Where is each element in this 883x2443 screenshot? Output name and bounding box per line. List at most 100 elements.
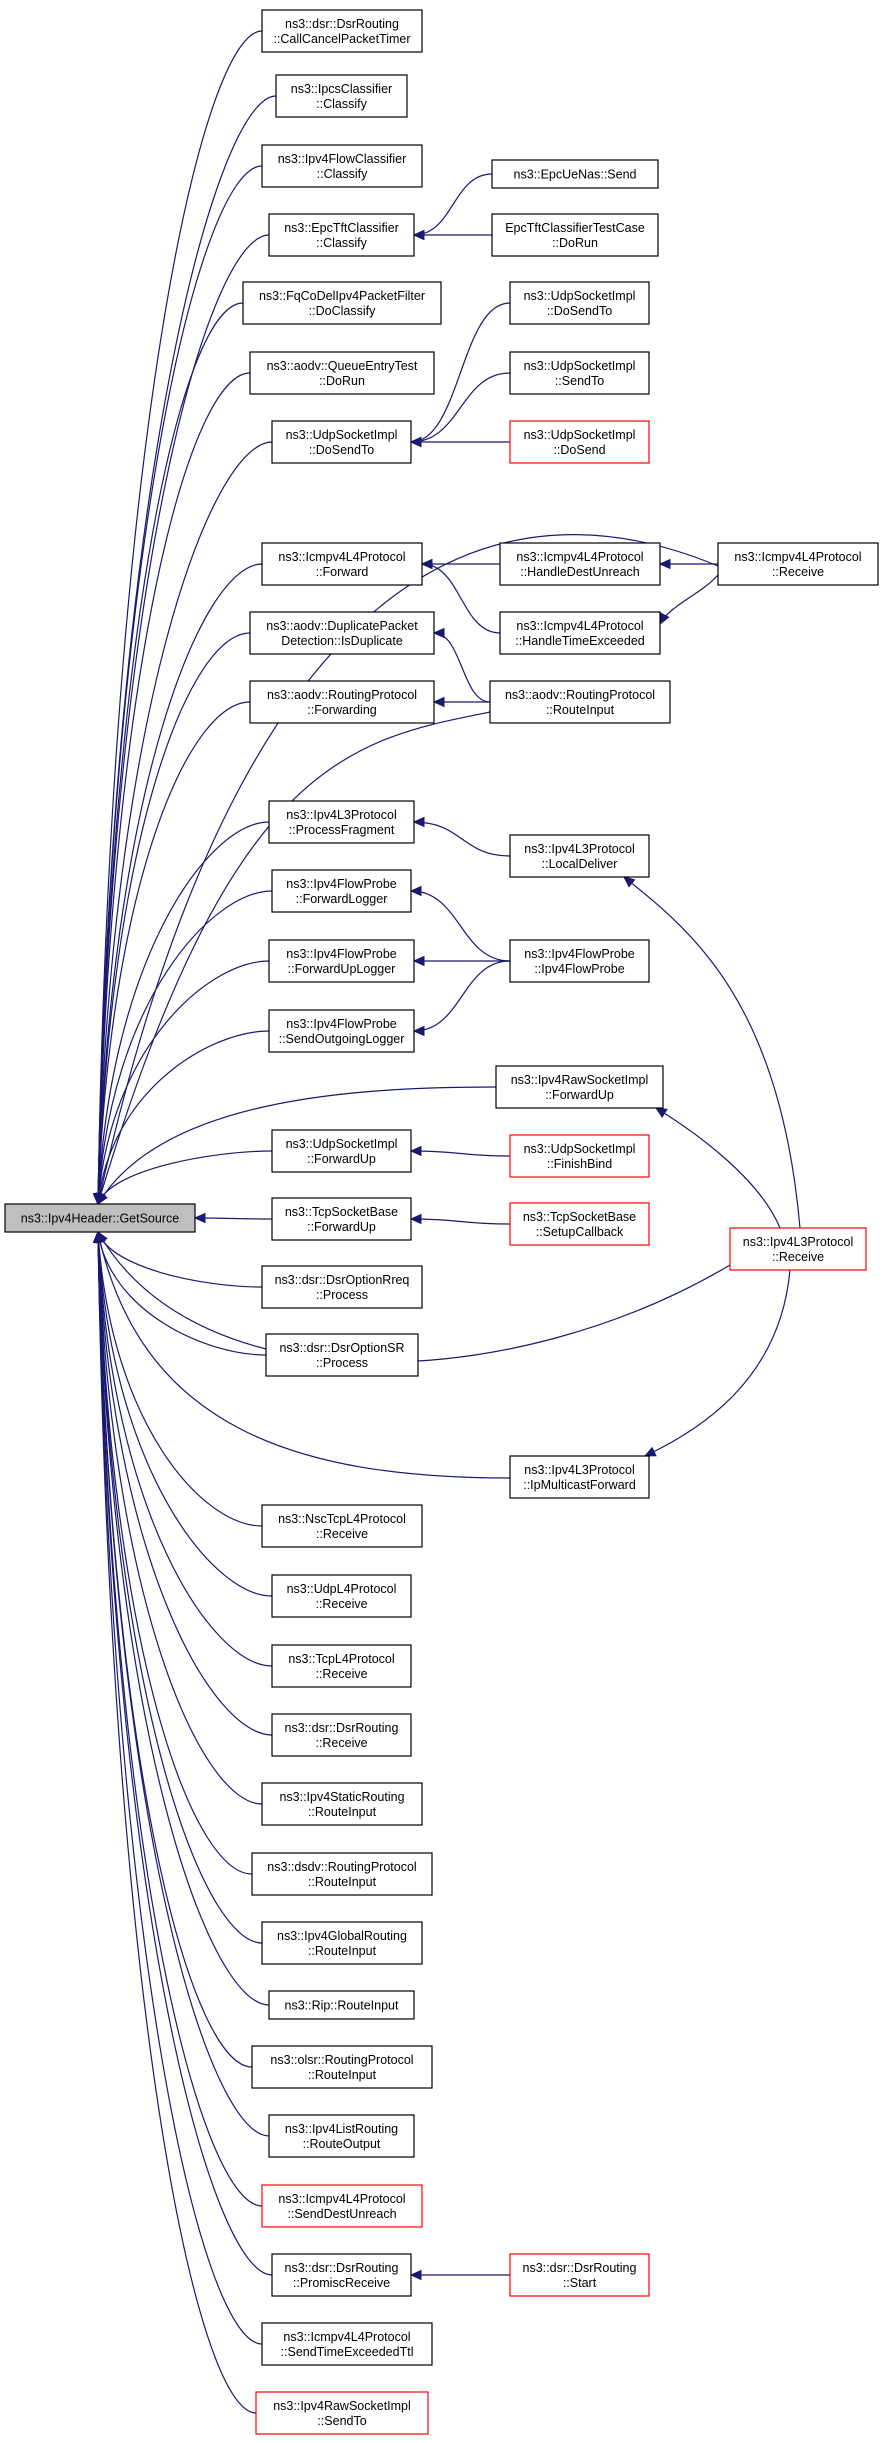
node-box <box>271 2253 412 2297</box>
node-label: ns3::NscTcpL4Protocol <box>278 1512 406 1526</box>
node-label: ns3::Ipv4L3Protocol <box>524 1463 635 1477</box>
node-box <box>261 2322 433 2366</box>
node-label: ::RouteOutput <box>303 2137 381 2151</box>
node-label: ::CallCancelPacketTimer <box>273 32 410 46</box>
graph-node[interactable]: ns3::Icmpv4L4Protocol::SendTimeExceededT… <box>261 2322 433 2366</box>
node-label: ::RouteInput <box>308 1805 377 1819</box>
arrow-head <box>432 627 445 639</box>
graph-node[interactable]: ns3::aodv::RoutingProtocol::RouteInput <box>489 680 671 724</box>
graph-node[interactable]: ns3::Icmpv4L4Protocol::Forward <box>261 542 423 586</box>
graph-node[interactable]: ns3::UdpSocketImpl::ForwardUp <box>271 1129 412 1173</box>
edge <box>97 1086 497 1206</box>
graph-node[interactable]: ns3::Rip::RouteInput <box>268 1990 415 2020</box>
graph-node[interactable]: ns3::NscTcpL4Protocol::Receive <box>261 1504 423 1548</box>
graph-node[interactable]: ns3::Ipv4L3Protocol::LocalDeliver <box>509 834 650 878</box>
node-label: ns3::dsdv::RoutingProtocol <box>267 1860 416 1874</box>
graph-node[interactable]: ns3::dsr::DsrRouting::Start <box>509 2253 650 2297</box>
arrow-head <box>658 558 671 570</box>
edge <box>432 627 491 703</box>
edge-line <box>410 1150 511 1157</box>
graph-node[interactable]: ns3::Ipv4L3Protocol::ProcessFragment <box>268 800 415 844</box>
graph-node[interactable]: ns3::dsdv::RoutingProtocol::RouteInput <box>251 1852 433 1896</box>
graph-node[interactable]: ns3::dsr::DsrRouting::PromiscReceive <box>271 2253 412 2297</box>
graph-node[interactable]: ns3::Icmpv4L4Protocol::HandleTimeExceede… <box>499 611 661 655</box>
graph-node[interactable]: ns3::olsr::RoutingProtocol::RouteInput <box>251 2045 433 2089</box>
node-label: ::ForwardUp <box>307 1220 376 1234</box>
node-box <box>275 74 408 118</box>
edge-line <box>97 632 251 1205</box>
graph-node[interactable]: ns3::TcpSocketBase::ForwardUp <box>271 1197 412 1241</box>
graph-node[interactable]: ns3::dsr::DsrOptionRreq::Process <box>261 1265 423 1309</box>
edge-line <box>97 1231 273 1736</box>
graph-node[interactable]: ns3::Ipv4L3Protocol::IpMulticastForward <box>509 1455 650 1499</box>
node-label: ::SetupCallback <box>536 1225 624 1239</box>
node-label: ns3::UdpSocketImpl <box>286 1137 398 1151</box>
graph-node[interactable]: ns3::Ipv4FlowProbe::Ipv4FlowProbe <box>509 939 650 983</box>
node-label: ::DoClassify <box>309 304 376 318</box>
graph-node[interactable]: ns3::TcpSocketBase::SetupCallback <box>509 1202 650 1246</box>
graph-node[interactable]: ns3::Ipv4RawSocketImpl::SendTo <box>255 2391 429 2435</box>
node-box <box>509 2253 650 2297</box>
edge-line <box>97 1150 273 1205</box>
graph-node[interactable]: ns3::UdpSocketImpl::DoSendTo <box>509 281 650 325</box>
node-label: ns3::Icmpv4L4Protocol <box>516 619 643 633</box>
root-node[interactable]: ns3::Ipv4Header::GetSource <box>4 1203 196 1233</box>
graph-node[interactable]: ns3::Ipv4L3Protocol::Receive <box>729 1227 867 1271</box>
graph-node[interactable]: ns3::Icmpv4L4Protocol::HandleDestUnreach <box>499 542 661 586</box>
edge <box>412 816 511 857</box>
graph-node[interactable]: ns3::Ipv4GlobalRouting::RouteInput <box>261 1921 423 1965</box>
graph-node[interactable]: ns3::aodv::RoutingProtocol::Forwarding <box>249 680 435 724</box>
graph-node[interactable]: ns3::UdpL4Protocol::Receive <box>271 1574 412 1618</box>
graph-node[interactable]: ns3::FqCoDelIpv4PacketFilter::DoClassify <box>242 281 442 325</box>
node-box <box>271 869 412 913</box>
graph-node[interactable]: ns3::Ipv4ListRouting::RouteOutput <box>268 2114 415 2158</box>
graph-node[interactable]: ns3::EpcUeNas::Send <box>491 159 659 189</box>
graph-node[interactable]: ns3::Ipv4RawSocketImpl::ForwardUp <box>495 1065 664 1109</box>
graph-node[interactable]: ns3::EpcTftClassifier::Classify <box>268 213 415 257</box>
node-label: ::DoRun <box>319 374 365 388</box>
node-box <box>261 2184 423 2228</box>
graph-node[interactable]: ns3::dsr::DsrRouting::Receive <box>271 1713 412 1757</box>
graph-node[interactable]: ns3::UdpSocketImpl::FinishBind <box>509 1134 650 1178</box>
graph-node[interactable]: ns3::dsr::DsrOptionSR::Process <box>265 1333 419 1377</box>
graph-node[interactable]: ns3::Ipv4StaticRouting::RouteInput <box>261 1782 423 1826</box>
node-label: ns3::Ipv4StaticRouting <box>279 1790 404 1804</box>
graph-node[interactable]: ns3::Ipv4FlowProbe::ForwardUpLogger <box>268 939 415 983</box>
edge-line <box>97 1231 273 1667</box>
edge-line <box>97 1231 263 1527</box>
node-label: ::Receive <box>772 565 824 579</box>
edge-line <box>97 441 273 1205</box>
node-box <box>729 1227 867 1271</box>
graph-node[interactable]: ns3::Ipv4FlowClassifier::Classify <box>261 144 423 188</box>
node-box <box>509 1134 650 1178</box>
node-label: ns3::Icmpv4L4Protocol <box>516 550 643 564</box>
graph-node[interactable]: ns3::aodv::DuplicatePacketDetection::IsD… <box>249 611 435 655</box>
node-box <box>261 1265 423 1309</box>
node-box <box>499 611 661 655</box>
graph-node[interactable]: ns3::Ipv4FlowProbe::ForwardLogger <box>271 869 412 913</box>
node-label: ::Classify <box>316 97 367 111</box>
graph-node[interactable]: ns3::IpcsClassifier::Classify <box>275 74 408 118</box>
graph-node[interactable]: ns3::UdpSocketImpl::DoSend <box>509 420 650 464</box>
edge <box>412 955 510 967</box>
graph-node[interactable]: ns3::UdpSocketImpl::SendTo <box>509 351 650 395</box>
edge <box>659 574 719 626</box>
graph-node[interactable]: ns3::Icmpv4L4Protocol::SendDestUnreach <box>261 2184 423 2228</box>
graph-node[interactable]: ns3::UdpSocketImpl::DoSendTo <box>271 420 412 464</box>
node-label: ns3::Ipv4FlowClassifier <box>278 152 407 166</box>
node-label: ns3::TcpSocketBase <box>523 1210 636 1224</box>
edge-line <box>97 1086 497 1205</box>
graph-node[interactable]: ns3::Ipv4FlowProbe::SendOutgoingLogger <box>268 1009 415 1053</box>
node-label: ns3::Ipv4L3Protocol <box>743 1235 854 1249</box>
edge-line <box>410 890 511 962</box>
graph-node[interactable]: ns3::TcpL4Protocol::Receive <box>271 1644 412 1688</box>
node-box <box>509 834 650 878</box>
node-label: ns3::dsr::DsrOptionRreq <box>275 1273 410 1287</box>
graph-node[interactable]: ns3::dsr::DsrRouting::CallCancelPacketTi… <box>261 9 423 53</box>
node-label: ns3::UdpSocketImpl <box>524 1142 636 1156</box>
graph-node[interactable]: EpcTftClassifierTestCase::DoRun <box>491 213 659 257</box>
arrow-head <box>412 1025 425 1037</box>
node-box <box>717 542 879 586</box>
graph-node[interactable]: ns3::Icmpv4L4Protocol::Receive <box>717 542 879 586</box>
graph-node[interactable]: ns3::aodv::QueueEntryTest::DoRun <box>249 351 435 395</box>
